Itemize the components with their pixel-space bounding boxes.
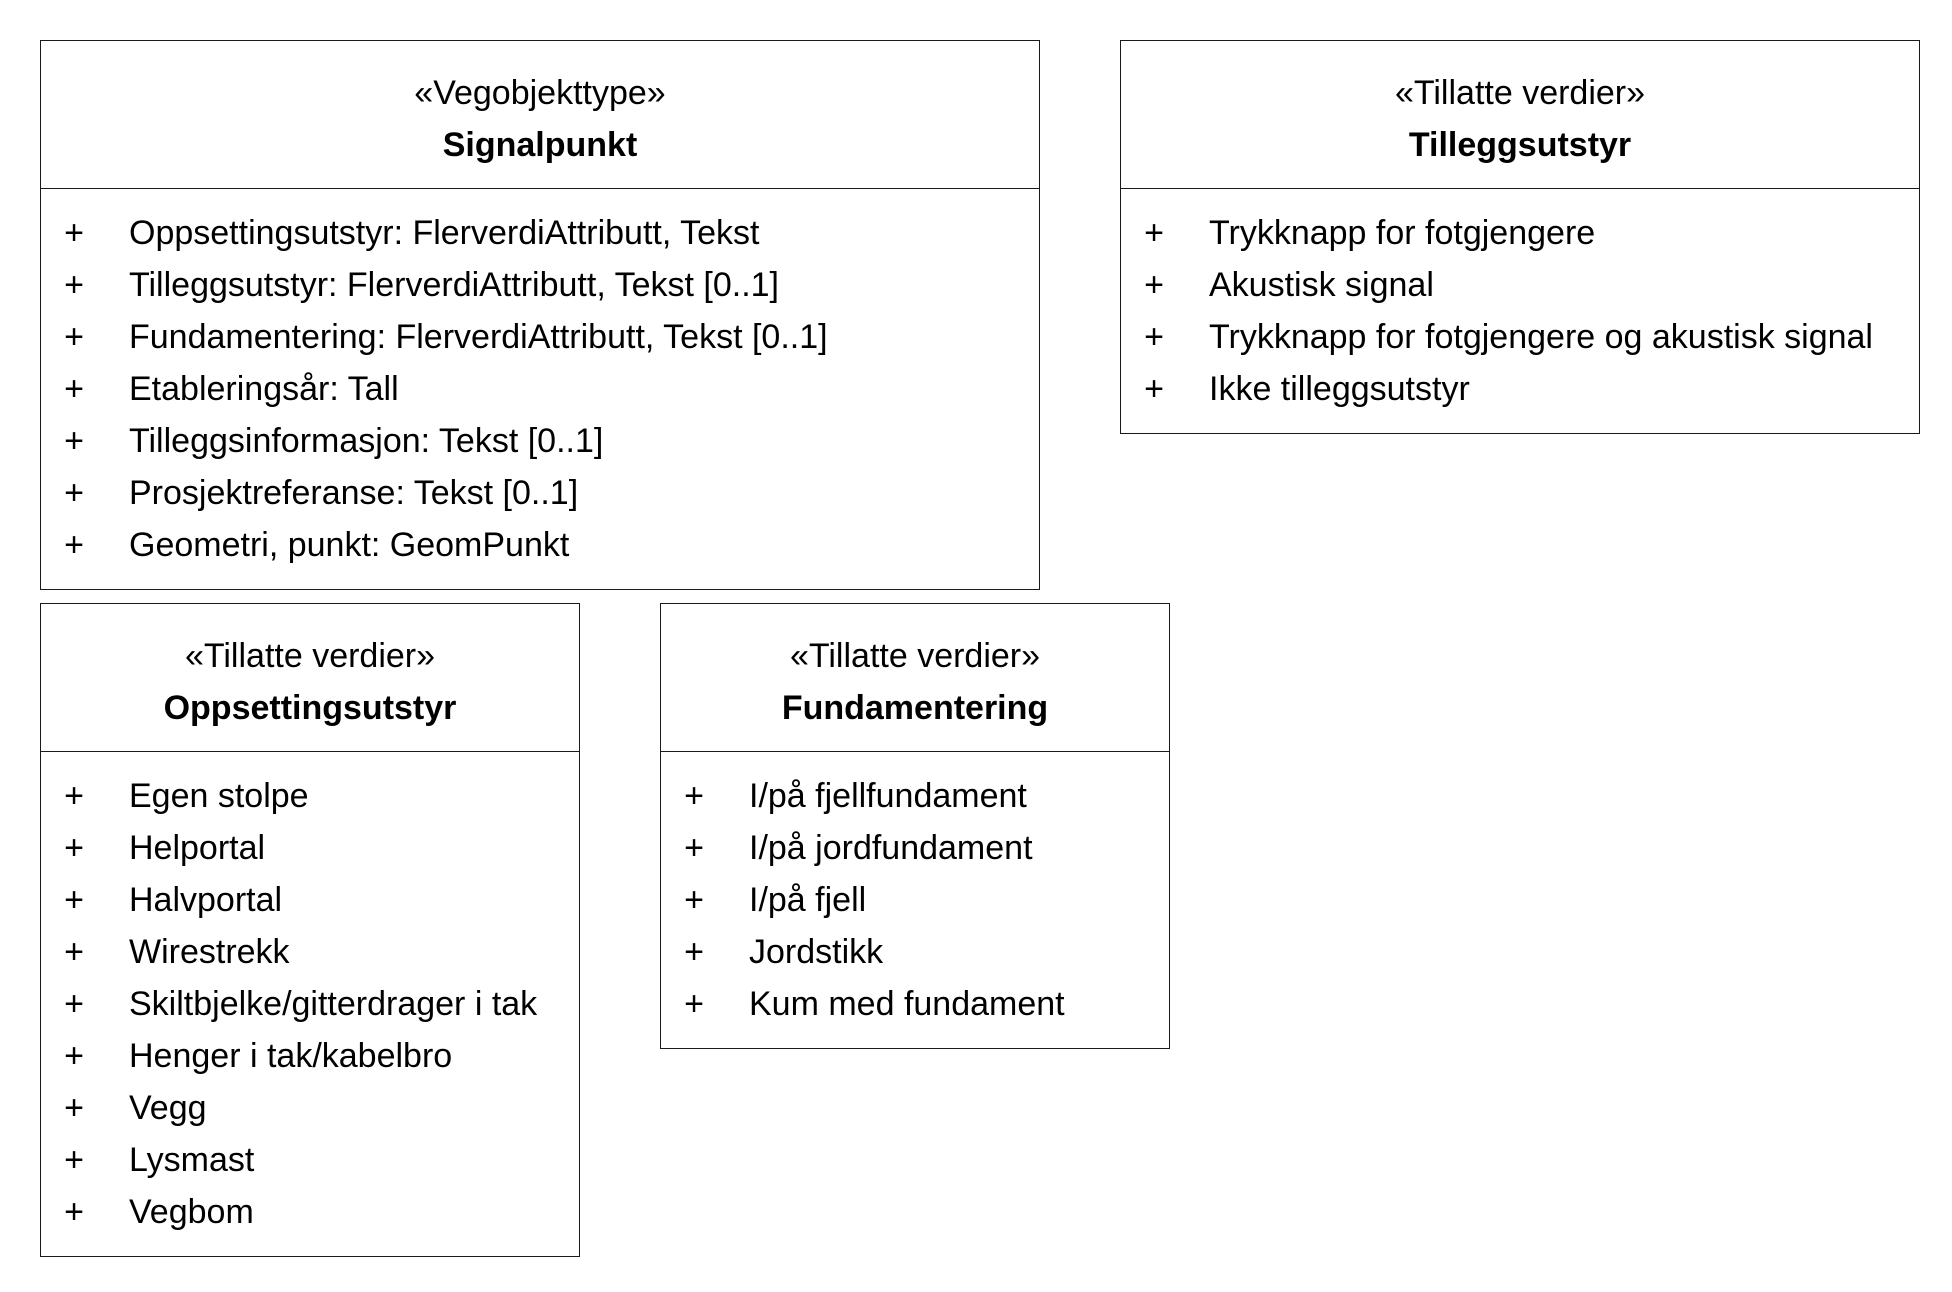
attribute-row: + Tilleggsinformasjon: Tekst [0..1] [41,415,1039,467]
attribute-list-fundamentering: + I/på fjellfundament + I/på jordfundament… [661,752,1169,1030]
attribute-row: + Skiltbjelke/gitterdrager i tak [41,978,579,1030]
visibility-marker: + [64,1193,84,1231]
class-name: Signalpunkt [442,126,638,164]
visibility-marker: + [64,266,84,304]
visibility-marker: + [64,933,84,971]
attribute-row: + Halvportal [41,874,579,926]
attribute-row: + Akustisk signal [1121,259,1919,311]
visibility-marker: + [1144,370,1164,408]
attribute-row: + I/på fjell [661,874,1169,926]
attribute-row: + Geometri, punkt: GeomPunkt [41,519,1039,571]
class-header-fundamentering: «Tillatte verdier» Fundamentering [661,604,1169,752]
class-name: Fundamentering [781,689,1049,727]
attribute-text: I/på fjellfundament [749,777,1027,815]
attribute-row: + Kum med fundament [661,978,1169,1030]
attribute-text: I/på fjell [749,881,867,919]
attribute-row: + Jordstikk [661,926,1169,978]
attribute-row: + Helportal [41,822,579,874]
attribute-text: Henger i tak/kabelbro [129,1037,453,1075]
class-header-signalpunkt: «Vegobjekttype» Signalpunkt [41,41,1039,189]
stereotype-label: «Tillatte verdier» [184,637,436,675]
visibility-marker: + [64,1037,84,1075]
attribute-text: Prosjektreferanse: Tekst [0..1] [129,474,579,512]
attribute-text: Akustisk signal [1209,266,1434,304]
attribute-text: Geometri, punkt: GeomPunkt [129,526,570,564]
stereotype-label: «Tillatte verdier» [1394,74,1646,112]
attribute-row: + Trykknapp for fotgjengere og akustisk s… [1121,311,1919,363]
attribute-row: + Wirestrekk [41,926,579,978]
attribute-row: + I/på jordfundament [661,822,1169,874]
attribute-row: + Etableringsår: Tall [41,363,1039,415]
attribute-row: + Ikke tilleggsutstyr [1121,363,1919,415]
attribute-text: Lysmast [129,1141,255,1179]
attribute-row: + Tilleggsutstyr: FlerverdiAttributt, Tek… [41,259,1039,311]
visibility-marker: + [684,829,704,867]
class-box-oppsettingsutstyr: «Tillatte verdier» Oppsettingsutstyr + Eg… [40,603,580,1257]
attribute-row: + Prosjektreferanse: Tekst [0..1] [41,467,1039,519]
attribute-text: Helportal [129,829,266,867]
visibility-marker: + [684,933,704,971]
attribute-row: + Fundamentering: FlerverdiAttributt, Tek… [41,311,1039,363]
attribute-text: Halvportal [129,881,283,919]
attribute-row: + Egen stolpe [41,770,579,822]
class-header-tilleggsutstyr: «Tillatte verdier» Tilleggsutstyr [1121,41,1919,189]
stereotype-label: «Tillatte verdier» [789,637,1041,675]
attribute-row: + Oppsettingsutstyr: FlerverdiAttributt, … [41,207,1039,259]
visibility-marker: + [684,777,704,815]
visibility-marker: + [684,985,704,1023]
visibility-marker: + [64,422,84,460]
visibility-marker: + [1144,266,1164,304]
visibility-marker: + [684,881,704,919]
attribute-row: + Vegbom [41,1186,579,1238]
attribute-row: + Lysmast [41,1134,579,1186]
class-box-tilleggsutstyr: «Tillatte verdier» Tilleggsutstyr + Trykk… [1120,40,1920,434]
attribute-text: Trykknapp for fotgjengere og akustisk si… [1209,318,1873,356]
attribute-text: Wirestrekk [129,933,290,971]
attribute-text: I/på jordfundament [749,829,1033,867]
attribute-list-oppsettingsutstyr: + Egen stolpe + Helportal + Halvportal + Wir… [41,752,579,1238]
visibility-marker: + [64,881,84,919]
visibility-marker: + [64,370,84,408]
class-name: Tilleggsutstyr [1408,126,1632,164]
class-name: Oppsettingsutstyr [163,689,457,727]
visibility-marker: + [64,1141,84,1179]
attribute-row: + Trykknapp for fotgjengere [1121,207,1919,259]
visibility-marker: + [1144,214,1164,252]
visibility-marker: + [64,214,84,252]
attribute-text: Kum med fundament [749,985,1065,1023]
attribute-text: Skiltbjelke/gitterdrager i tak [129,985,538,1023]
class-header-oppsettingsutstyr: «Tillatte verdier» Oppsettingsutstyr [41,604,579,752]
attribute-text: Vegbom [129,1193,254,1231]
attribute-text: Egen stolpe [129,777,309,815]
attribute-row: + Vegg [41,1082,579,1134]
visibility-marker: + [64,777,84,815]
attribute-text: Jordstikk [749,933,884,971]
visibility-marker: + [64,985,84,1023]
visibility-marker: + [1144,318,1164,356]
attribute-text: Ikke tilleggsutstyr [1209,370,1470,408]
visibility-marker: + [64,474,84,512]
visibility-marker: + [64,829,84,867]
visibility-marker: + [64,526,84,564]
attribute-text: Fundamentering: FlerverdiAttributt, Teks… [129,318,828,356]
attribute-text: Tilleggsutstyr: FlerverdiAttributt, Teks… [129,266,780,304]
attribute-text: Trykknapp for fotgjengere [1209,214,1596,252]
attribute-text: Vegg [129,1089,207,1127]
attribute-text: Etableringsår: Tall [129,370,399,408]
attribute-row: + Henger i tak/kabelbro [41,1030,579,1082]
class-box-signalpunkt: «Vegobjekttype» Signalpunkt + Oppsettings… [40,40,1040,590]
class-box-fundamentering: «Tillatte verdier» Fundamentering + I/på … [660,603,1170,1049]
attribute-text: Tilleggsinformasjon: Tekst [0..1] [129,422,604,460]
attribute-list-tilleggsutstyr: + Trykknapp for fotgjengere + Akustisk sig… [1121,189,1919,415]
visibility-marker: + [64,318,84,356]
attribute-text: Oppsettingsutstyr: FlerverdiAttributt, T… [129,214,760,252]
visibility-marker: + [64,1089,84,1127]
attribute-row: + I/på fjellfundament [661,770,1169,822]
attribute-list-signalpunkt: + Oppsettingsutstyr: FlerverdiAttributt, … [41,189,1039,571]
stereotype-label: «Vegobjekttype» [414,74,666,112]
